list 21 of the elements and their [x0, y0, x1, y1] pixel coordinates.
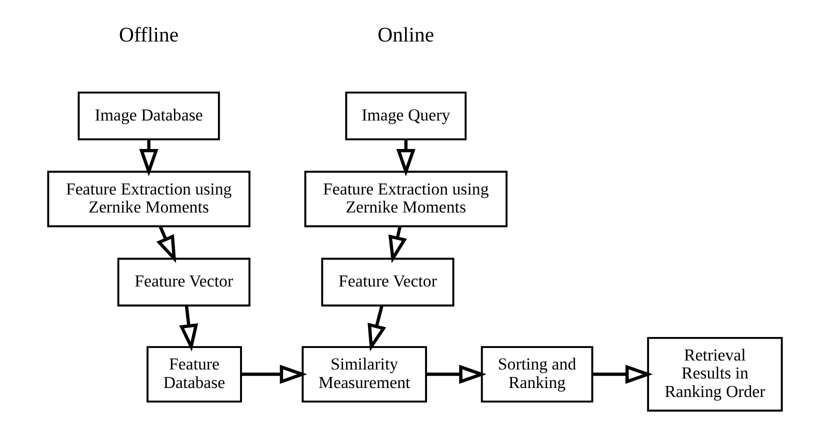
node-box: Retrieval Results in Ranking Order	[647, 336, 783, 412]
node-box: Image Query	[345, 92, 467, 140]
arrow	[396, 140, 416, 176]
node-box: Feature Vector	[117, 258, 250, 306]
node-box: Feature Extraction using Zernike Moments	[47, 170, 250, 228]
arrow	[368, 305, 386, 352]
label: Offline	[119, 24, 179, 47]
arrow	[179, 305, 198, 352]
node-box: Feature Database	[146, 346, 242, 403]
arrow	[426, 364, 486, 384]
arrow	[139, 140, 158, 176]
node-box: Image Database	[78, 92, 220, 140]
node-box: Similarity Measurement	[302, 346, 428, 403]
node-box: Feature Vector	[321, 258, 454, 306]
label: Online	[378, 24, 434, 47]
node-box: Feature Extraction using Zernike Moments	[304, 170, 508, 228]
arrow	[156, 226, 176, 263]
arrow	[241, 364, 308, 384]
node-box: Sorting and Ranking	[480, 346, 594, 403]
arrow	[592, 364, 653, 384]
arrow	[388, 226, 408, 264]
